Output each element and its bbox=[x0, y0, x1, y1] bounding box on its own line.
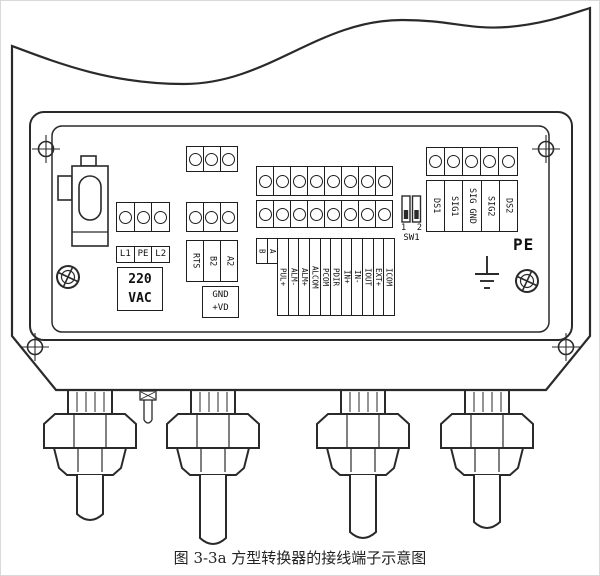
cable bbox=[349, 475, 377, 539]
dip-switch-number: 2 bbox=[416, 223, 422, 233]
terminal-block-power bbox=[116, 202, 171, 232]
ground-icon bbox=[475, 256, 499, 289]
power-rating-voltage: 220 bbox=[128, 272, 152, 287]
terminal-label: DS2 bbox=[498, 180, 518, 232]
terminal bbox=[202, 146, 222, 172]
cable-gland bbox=[440, 389, 534, 529]
terminal bbox=[219, 146, 238, 172]
enclosure-outline bbox=[10, 6, 592, 392]
cable bbox=[199, 475, 227, 545]
terminal bbox=[444, 147, 464, 176]
terminal bbox=[358, 166, 377, 196]
terminal bbox=[219, 202, 238, 232]
power-rating-box: 220 VAC bbox=[117, 267, 163, 311]
terminal bbox=[273, 166, 292, 196]
panel-plate-inner bbox=[51, 125, 550, 333]
terminal-block-io-upper bbox=[256, 166, 394, 196]
terminal bbox=[324, 200, 343, 228]
terminal-block-sensor bbox=[426, 147, 518, 176]
terminal bbox=[273, 200, 292, 228]
fiducial-cross-icon bbox=[21, 333, 49, 361]
cable bbox=[76, 475, 104, 521]
terminal bbox=[133, 202, 153, 232]
terminal-label: B2 bbox=[203, 240, 221, 282]
terminal-label: DS1 bbox=[426, 180, 446, 232]
terminal bbox=[480, 147, 500, 176]
terminal-block-comm bbox=[186, 202, 238, 232]
terminal-label: ICOM bbox=[383, 238, 395, 316]
cable-gland bbox=[316, 389, 410, 539]
terminal bbox=[358, 200, 377, 228]
power-rating-unit: VAC bbox=[128, 291, 152, 306]
comm-aux-box: GND +VD bbox=[202, 286, 239, 318]
dip-switch-label: SW1 bbox=[403, 233, 420, 243]
terminal-label: SIG1 bbox=[444, 180, 464, 232]
terminal-label: SIG2 bbox=[480, 180, 500, 232]
terminal bbox=[324, 166, 343, 196]
terminal-block-io-lower bbox=[256, 200, 394, 228]
terminal bbox=[151, 202, 171, 232]
terminal bbox=[375, 166, 394, 196]
fiducial-cross-icon bbox=[532, 135, 560, 163]
dip-switch-icon bbox=[401, 195, 422, 223]
terminal bbox=[462, 147, 482, 176]
terminal bbox=[256, 166, 275, 196]
terminal bbox=[290, 166, 309, 196]
fiducial-cross-icon bbox=[32, 135, 60, 163]
mounting-bolt-icon bbox=[139, 390, 157, 424]
terminal bbox=[307, 166, 326, 196]
terminal bbox=[202, 202, 222, 232]
terminal-label: SIG GND bbox=[462, 180, 482, 232]
comm-aux-vd: +VD bbox=[212, 303, 229, 313]
terminal-label: L2 bbox=[151, 246, 171, 263]
comm-aux-gnd: GND bbox=[212, 290, 229, 300]
terminal bbox=[290, 200, 309, 228]
terminal bbox=[186, 202, 205, 232]
screw-icon bbox=[56, 265, 80, 289]
terminal bbox=[307, 200, 326, 228]
terminal bbox=[426, 147, 446, 176]
cable-gland bbox=[43, 389, 137, 521]
terminal bbox=[186, 146, 205, 172]
dip-switch-number: 1 bbox=[401, 223, 407, 233]
figure-caption: 图 3-3a 方型转换器的接线端子示意图 bbox=[173, 549, 427, 567]
terminal bbox=[341, 166, 360, 196]
cable-gland bbox=[166, 389, 260, 545]
terminal-label: RTS bbox=[186, 240, 204, 282]
cable bbox=[473, 475, 501, 529]
screw-icon bbox=[515, 269, 539, 293]
terminal-label: L1 bbox=[116, 246, 135, 263]
terminal-label: PE bbox=[133, 246, 153, 263]
terminal bbox=[375, 200, 394, 228]
fiducial-cross-icon bbox=[552, 333, 580, 361]
terminal bbox=[341, 200, 360, 228]
terminal-label: A2 bbox=[220, 240, 238, 282]
terminal bbox=[256, 200, 275, 228]
fuse-holder bbox=[57, 155, 109, 247]
terminal bbox=[498, 147, 518, 176]
terminal-block-aux bbox=[186, 146, 238, 172]
pe-label: PE bbox=[513, 235, 535, 254]
terminal bbox=[116, 202, 135, 232]
